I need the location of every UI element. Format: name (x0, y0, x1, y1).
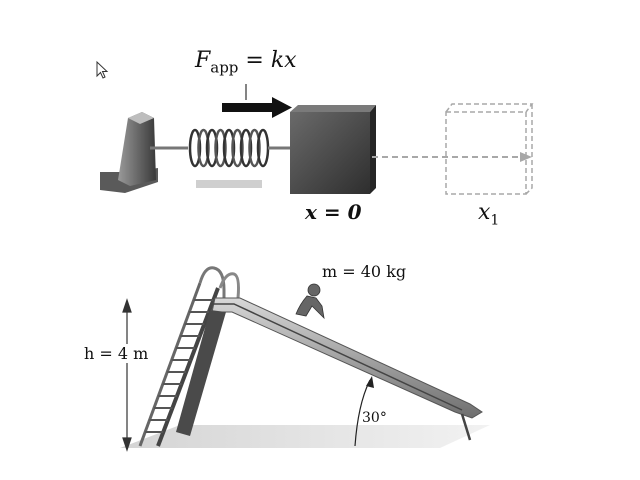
slide-chute (176, 297, 483, 441)
applied-force-label: Fapp = kx (195, 48, 297, 76)
displacement-dashed-arrow (372, 152, 532, 162)
incline-angle-arrowhead (366, 376, 374, 388)
force-subscript: app (210, 58, 239, 77)
spring-coil-loop (248, 128, 261, 168)
mass-label: m = 40 kg (322, 262, 407, 281)
slide-ground-shadow (120, 425, 490, 448)
spring-coil-loop (239, 128, 253, 168)
start-position-label: x = 0 (305, 200, 362, 224)
height-label: h = 4 m (84, 344, 149, 363)
spring-coil-loop (197, 128, 210, 168)
force-equation: = kx (245, 48, 297, 73)
spring-coil-loop (214, 128, 227, 168)
height-dimension-arrow (122, 298, 132, 452)
spring-coil-loop (231, 128, 244, 168)
spring-coil-loop (188, 128, 202, 168)
spring-coil-loop (222, 128, 236, 168)
end-subscript: 1 (490, 212, 500, 229)
spring-wall-stand (100, 112, 158, 193)
spring-coil-loop (205, 128, 219, 168)
force-symbol: F (195, 48, 211, 73)
sliding-block (290, 105, 376, 194)
angle-label: 30° (362, 410, 387, 426)
applied-force-arrow (222, 84, 292, 118)
mouse-cursor-icon (96, 60, 109, 79)
spring-shadow (196, 180, 262, 188)
slide-ladder (138, 266, 240, 447)
final-position-dashed-box (445, 103, 534, 195)
child-figure (295, 283, 325, 320)
end-symbol: x (478, 200, 491, 225)
spring-coil (188, 128, 270, 168)
end-position-label: x1 (478, 200, 499, 228)
